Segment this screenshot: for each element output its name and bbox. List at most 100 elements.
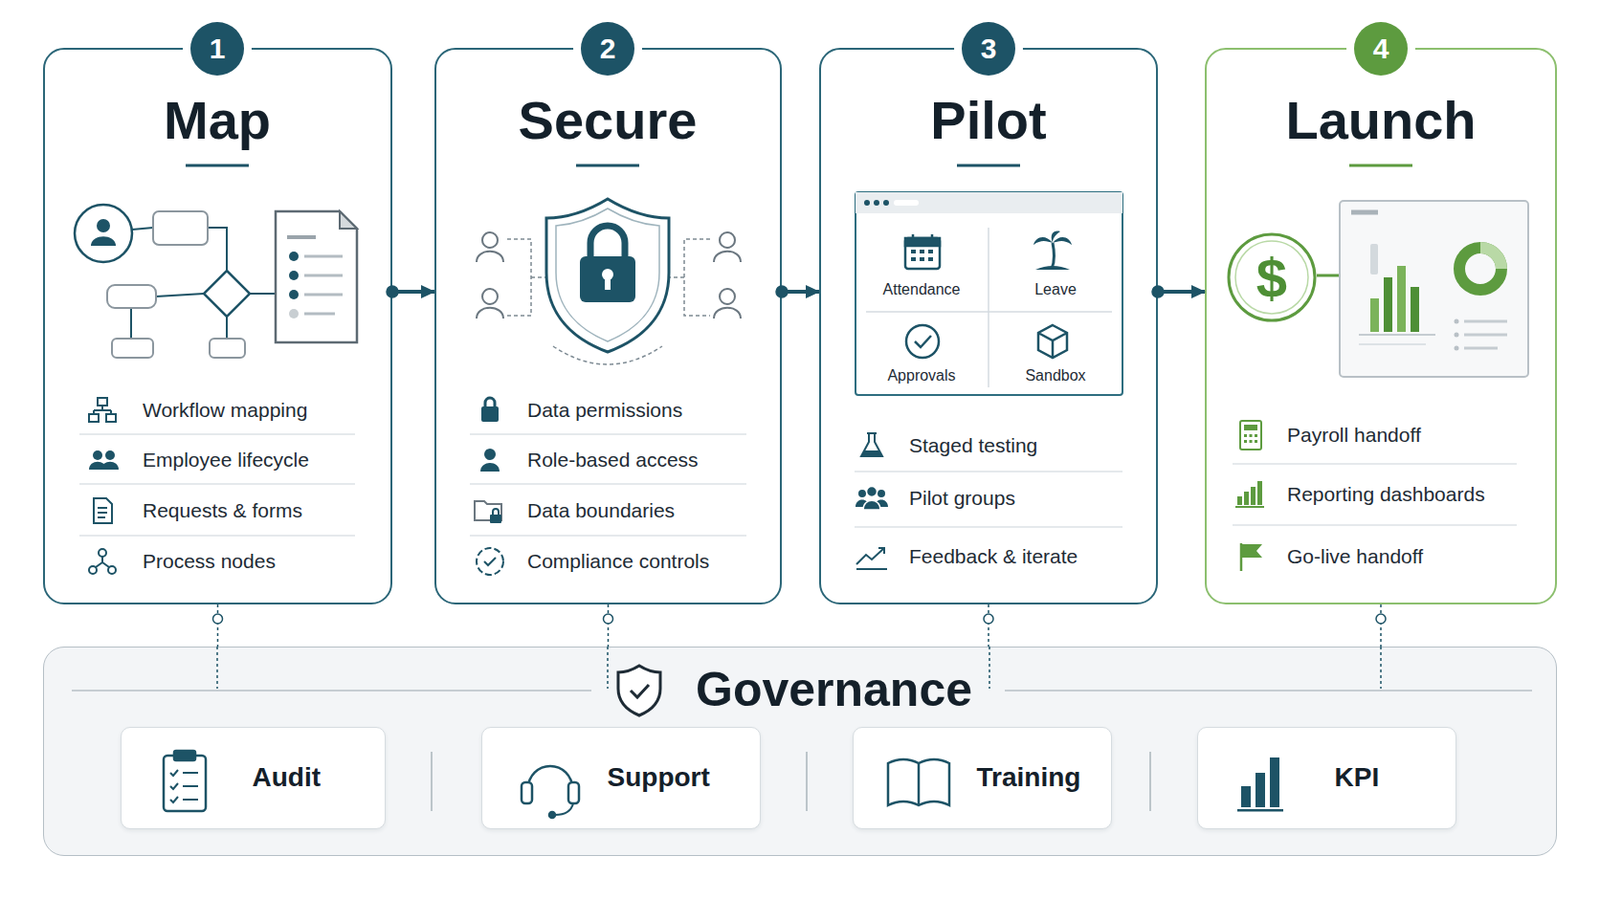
list-icon bbox=[1250, 487, 1256, 506]
security-illustration bbox=[507, 239, 547, 316]
list-icon bbox=[861, 450, 883, 457]
list-icon bbox=[485, 398, 495, 407]
list-icon bbox=[856, 548, 888, 570]
security-illustration bbox=[668, 239, 711, 316]
list-icon bbox=[1244, 440, 1247, 444]
list-icon bbox=[106, 414, 116, 423]
tile-icon bbox=[528, 766, 573, 789]
list-icon bbox=[484, 557, 496, 566]
security-illustration bbox=[476, 251, 504, 263]
row-separator bbox=[79, 534, 356, 537]
list-icon bbox=[1240, 421, 1262, 450]
workflow-illustration bbox=[90, 236, 116, 246]
flow-arrow bbox=[1157, 289, 1205, 294]
browser-frame bbox=[883, 200, 889, 206]
band-rule bbox=[71, 689, 1533, 691]
workflow-illustration bbox=[132, 227, 154, 230]
payroll-illustration bbox=[1339, 200, 1529, 378]
module-icon bbox=[905, 234, 940, 269]
list-icon bbox=[93, 498, 112, 524]
governance-link bbox=[1379, 604, 1382, 647]
step-number: 4 bbox=[1373, 32, 1390, 67]
list-icon bbox=[474, 501, 502, 521]
connector-extension bbox=[1379, 646, 1382, 689]
module-icon bbox=[912, 234, 933, 242]
payroll-illustration bbox=[1464, 347, 1498, 351]
workflow-illustration bbox=[203, 270, 250, 317]
list-icon bbox=[1242, 544, 1263, 558]
tile-icon bbox=[1269, 757, 1280, 808]
row-separator bbox=[79, 483, 356, 486]
tile-label: KPI bbox=[1334, 761, 1380, 793]
security-illustration bbox=[719, 232, 735, 248]
module-icon bbox=[905, 231, 1072, 359]
list-icon bbox=[1254, 440, 1258, 444]
module-icon bbox=[919, 257, 925, 262]
workflow-illustration bbox=[304, 274, 343, 278]
payroll-illustration bbox=[1228, 200, 1529, 378]
list-icon bbox=[97, 508, 108, 518]
phase-title: Map bbox=[163, 89, 271, 152]
tile-label: Support bbox=[607, 761, 711, 793]
tile-icon bbox=[1237, 757, 1284, 813]
link-anchor bbox=[213, 614, 223, 624]
workflow-illustration bbox=[304, 293, 343, 297]
phase-title: Launch bbox=[1285, 89, 1476, 152]
step-number-badge: 2 bbox=[580, 22, 635, 76]
module-label: Attendance bbox=[883, 281, 961, 299]
list-icon bbox=[474, 398, 504, 576]
list-icon bbox=[93, 498, 112, 524]
workflow-illustration bbox=[74, 204, 357, 358]
governance-band: GovernanceAuditSupportTrainingKPI bbox=[43, 646, 1557, 857]
list-icon bbox=[93, 405, 112, 415]
list-icon bbox=[481, 406, 499, 423]
step-number-badge: 3 bbox=[961, 22, 1016, 76]
security-illustration bbox=[476, 308, 504, 319]
security-illustration bbox=[555, 208, 660, 342]
tile-label: Audit bbox=[252, 761, 322, 793]
tile-icon bbox=[1241, 786, 1251, 808]
module-icon bbox=[1035, 266, 1070, 270]
security-illustration bbox=[546, 199, 669, 353]
list-item: Data boundaries bbox=[527, 499, 675, 523]
list-item: Role-based access bbox=[527, 448, 699, 472]
title-underline bbox=[576, 164, 640, 168]
step-number-badge: 1 bbox=[190, 22, 245, 76]
governance-tile: Audit bbox=[120, 727, 386, 830]
browser-frame bbox=[855, 192, 1123, 388]
title-underline bbox=[1349, 164, 1413, 168]
phase-title: Secure bbox=[518, 89, 698, 152]
list-icon bbox=[1241, 543, 1263, 572]
payroll-illustration bbox=[1228, 234, 1315, 321]
list-icon bbox=[1244, 434, 1247, 438]
list-icon bbox=[481, 398, 499, 423]
workflow-illustration bbox=[111, 338, 154, 358]
step-number: 1 bbox=[209, 32, 226, 67]
security-illustration bbox=[601, 268, 614, 281]
tile-separator bbox=[430, 752, 433, 812]
workflow-illustration bbox=[304, 312, 335, 316]
payroll-illustration bbox=[1383, 277, 1393, 333]
list-icon bbox=[866, 487, 878, 498]
row-separator bbox=[854, 470, 1123, 473]
workflow-illustration bbox=[155, 293, 204, 297]
payroll-illustration bbox=[1358, 333, 1436, 336]
module-icon bbox=[919, 249, 925, 254]
module-icon bbox=[928, 249, 934, 254]
connector-extension bbox=[217, 646, 1381, 689]
list-item: Employee lifecycle bbox=[142, 448, 310, 472]
row-separator bbox=[1232, 524, 1517, 527]
list-icon bbox=[492, 509, 499, 515]
list-icon bbox=[877, 489, 886, 498]
phase-title: Pilot bbox=[930, 89, 1046, 152]
workflow-illustration bbox=[249, 292, 276, 295]
list-item: Pilot groups bbox=[909, 487, 1016, 511]
tile-label: Training bbox=[977, 761, 1082, 793]
list-icon bbox=[489, 514, 502, 524]
security-illustration bbox=[482, 232, 498, 248]
security-illustration bbox=[476, 199, 741, 365]
payroll-illustration bbox=[1397, 266, 1406, 333]
list-icon bbox=[855, 487, 889, 512]
workflow-illustration bbox=[225, 316, 228, 339]
link-anchor bbox=[983, 614, 994, 624]
